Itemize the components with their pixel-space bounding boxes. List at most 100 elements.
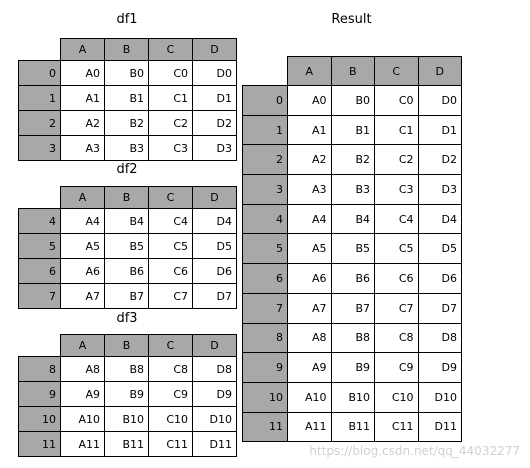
table-title-df3: df3	[116, 311, 138, 326]
table-cell: A9	[60, 381, 105, 407]
table-cell: C1	[374, 114, 419, 146]
column-header: B	[104, 186, 149, 209]
row-index: 1	[242, 114, 288, 146]
table-cell: C1	[148, 85, 193, 111]
row-index: 0	[18, 60, 61, 86]
column-header: A	[60, 334, 105, 357]
column-header: C	[148, 38, 193, 61]
table-cell: B5	[330, 233, 375, 265]
row-index: 4	[242, 203, 288, 235]
table-cell: B11	[330, 411, 375, 443]
row-index: 6	[242, 263, 288, 294]
row-index: 3	[242, 174, 288, 205]
table-cell: C6	[374, 263, 419, 294]
table-cell: B1	[330, 114, 375, 146]
table-cell: C2	[148, 110, 193, 136]
table-cell: B7	[330, 292, 375, 324]
table-cell: A2	[60, 110, 105, 136]
header-corner	[243, 57, 288, 86]
column-header: D	[417, 56, 462, 86]
table-cell: D6	[192, 258, 237, 284]
table-cell: D2	[192, 110, 237, 136]
table-cell: C11	[374, 411, 419, 443]
table-cell: C5	[148, 233, 193, 259]
table-cell: B0	[104, 60, 149, 86]
table-cell: D9	[417, 352, 462, 383]
table-cell: D1	[192, 85, 237, 111]
row-index: 2	[242, 144, 288, 176]
table-cell: D4	[192, 208, 237, 234]
table-cell: B9	[104, 381, 149, 407]
table-cell: C10	[148, 406, 193, 432]
column-header: A	[287, 56, 332, 86]
table-cell: A11	[287, 411, 332, 443]
table-cell: B1	[104, 85, 149, 111]
table-cell: A7	[287, 292, 332, 324]
table-cell: B5	[104, 233, 149, 259]
table-cell: B10	[104, 406, 149, 432]
table-cell: B3	[104, 135, 149, 161]
row-index: 7	[242, 292, 288, 324]
table-cell: B11	[104, 431, 149, 457]
table-cell: C10	[374, 381, 419, 413]
table-cell: D7	[192, 283, 237, 309]
table-cell: D8	[417, 322, 462, 354]
table-cell: A10	[287, 381, 332, 413]
table-cell: B0	[330, 85, 375, 116]
header-corner	[19, 335, 61, 357]
column-header: D	[192, 38, 237, 61]
table-cell: D4	[417, 203, 462, 235]
table-cell: C7	[374, 292, 419, 324]
table-cell: C4	[148, 208, 193, 234]
table-cell: A0	[60, 60, 105, 86]
table-cell: B9	[330, 352, 375, 383]
header-corner	[19, 187, 61, 209]
row-index: 1	[18, 85, 61, 111]
row-index: 2	[18, 110, 61, 136]
row-index: 10	[242, 381, 288, 413]
table-cell: A3	[287, 174, 332, 205]
column-header: A	[60, 38, 105, 61]
table-cell: A10	[60, 406, 105, 432]
table-cell: B6	[104, 258, 149, 284]
table-cell: D7	[417, 292, 462, 324]
table-cell: B7	[104, 283, 149, 309]
table-cell: A1	[60, 85, 105, 111]
row-index: 5	[242, 233, 288, 265]
row-index: 0	[242, 85, 288, 116]
table-cell: C9	[374, 352, 419, 383]
column-header: C	[374, 56, 419, 86]
column-header: C	[148, 334, 193, 357]
table-cell: C0	[374, 85, 419, 116]
row-index: 10	[18, 406, 61, 432]
table-cell: B4	[104, 208, 149, 234]
table-cell: A8	[60, 356, 105, 382]
table-cell: A3	[60, 135, 105, 161]
row-index: 4	[18, 208, 61, 234]
table-title-df1: df1	[116, 12, 138, 27]
row-index: 9	[18, 381, 61, 407]
table-cell: D11	[417, 411, 462, 443]
row-index: 11	[242, 411, 288, 443]
table-cell: C4	[374, 203, 419, 235]
table-cell: A4	[287, 203, 332, 235]
table-cell: B2	[330, 144, 375, 176]
table-cell: A6	[287, 263, 332, 294]
table-cell: C5	[374, 233, 419, 265]
table-cell: A7	[60, 283, 105, 309]
